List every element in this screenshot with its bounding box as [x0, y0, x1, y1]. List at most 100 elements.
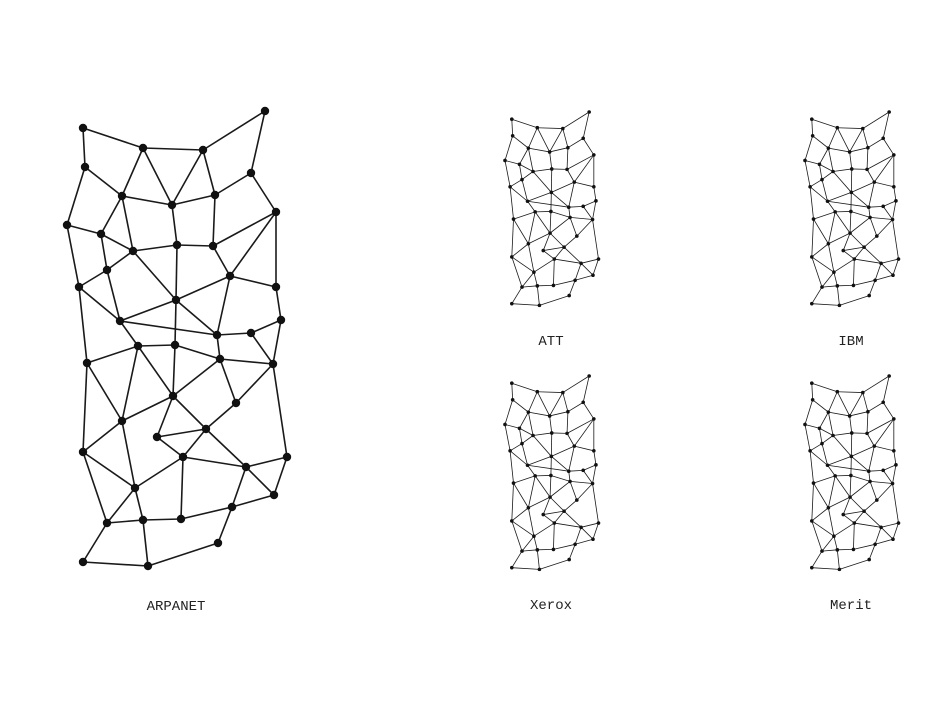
- network-link: [592, 483, 599, 524]
- network-link: [521, 179, 528, 202]
- network-link: [883, 464, 897, 471]
- network-link: [842, 496, 851, 515]
- network-link: [882, 138, 895, 156]
- network-link: [811, 520, 823, 552]
- network-node: [847, 150, 852, 154]
- network-link: [833, 536, 838, 550]
- network-link: [821, 535, 835, 552]
- network-node: [852, 521, 857, 525]
- network-link: [880, 263, 894, 276]
- network-link: [582, 470, 593, 484]
- network-link: [205, 428, 247, 468]
- network-link: [549, 211, 552, 234]
- network-link: [231, 494, 275, 508]
- network-link: [593, 450, 597, 465]
- network-link: [245, 466, 275, 496]
- network-node: [552, 521, 557, 525]
- network-link: [512, 135, 529, 149]
- network-node: [526, 146, 531, 150]
- network-link: [519, 164, 523, 180]
- network-node: [567, 293, 571, 298]
- network-link: [863, 235, 878, 248]
- network-node: [575, 498, 579, 502]
- network-link: [231, 466, 247, 508]
- network-link: [869, 217, 893, 220]
- network-node: [826, 410, 831, 414]
- network-link: [521, 435, 534, 444]
- network-link: [849, 147, 868, 153]
- network-node: [535, 548, 540, 552]
- network-link: [828, 496, 851, 509]
- network-link: [573, 418, 595, 447]
- network-node: [867, 293, 871, 298]
- network-link: [532, 171, 552, 193]
- network-link: [809, 450, 814, 484]
- network-link: [811, 219, 814, 257]
- network-node: [78, 123, 88, 133]
- network-node: [826, 146, 831, 150]
- att-label: ATT: [538, 334, 564, 350]
- network-node: [74, 282, 84, 292]
- network-node: [537, 303, 542, 308]
- network-link: [804, 424, 811, 451]
- network-node: [526, 241, 531, 246]
- network-link: [521, 171, 534, 180]
- ibm-label: IBM: [838, 334, 864, 350]
- network-node: [562, 245, 566, 249]
- network-link: [229, 211, 277, 277]
- network-link: [882, 402, 895, 420]
- network-link: [819, 411, 829, 429]
- network-node: [532, 270, 536, 275]
- network-link: [849, 232, 865, 248]
- network-node: [594, 199, 598, 203]
- network-link: [836, 391, 850, 417]
- network-link: [537, 391, 563, 393]
- network-node: [817, 162, 822, 167]
- network-link: [180, 456, 184, 520]
- network-node: [592, 417, 596, 421]
- network-link: [142, 147, 173, 206]
- network-node: [820, 177, 824, 182]
- network-node: [832, 270, 836, 275]
- network-link: [836, 549, 840, 570]
- network-link: [527, 412, 534, 436]
- network-node: [581, 204, 585, 209]
- network-node: [130, 483, 140, 493]
- network-node: [212, 330, 222, 340]
- network-link: [202, 149, 216, 196]
- network-link: [78, 286, 121, 322]
- network-node: [213, 538, 223, 548]
- network-link: [583, 464, 597, 471]
- network-link: [866, 411, 869, 434]
- network-node: [803, 422, 807, 427]
- network-link: [804, 160, 811, 187]
- network-node: [510, 255, 514, 259]
- network-link: [837, 391, 863, 393]
- network-node: [865, 167, 869, 172]
- network-link: [132, 250, 177, 301]
- network-link: [156, 428, 207, 438]
- network-link: [171, 204, 178, 246]
- network-link: [245, 456, 288, 468]
- network-node: [835, 389, 840, 394]
- network-node: [215, 354, 225, 364]
- network-node: [894, 199, 898, 203]
- network-link: [582, 206, 593, 220]
- network-link: [812, 399, 829, 413]
- network-node: [551, 547, 556, 552]
- network-link: [511, 119, 514, 136]
- network-node: [826, 505, 831, 510]
- network-link: [549, 128, 564, 153]
- network-node: [568, 479, 572, 484]
- network-link: [832, 171, 852, 193]
- network-link: [819, 163, 834, 172]
- network-link: [100, 195, 123, 235]
- network-link: [66, 224, 80, 288]
- network-link: [853, 246, 865, 260]
- network-node: [896, 257, 901, 261]
- network-link: [575, 274, 594, 281]
- network-node: [510, 398, 515, 402]
- network-link: [536, 391, 550, 417]
- network-node: [810, 565, 814, 570]
- network-link: [836, 285, 840, 306]
